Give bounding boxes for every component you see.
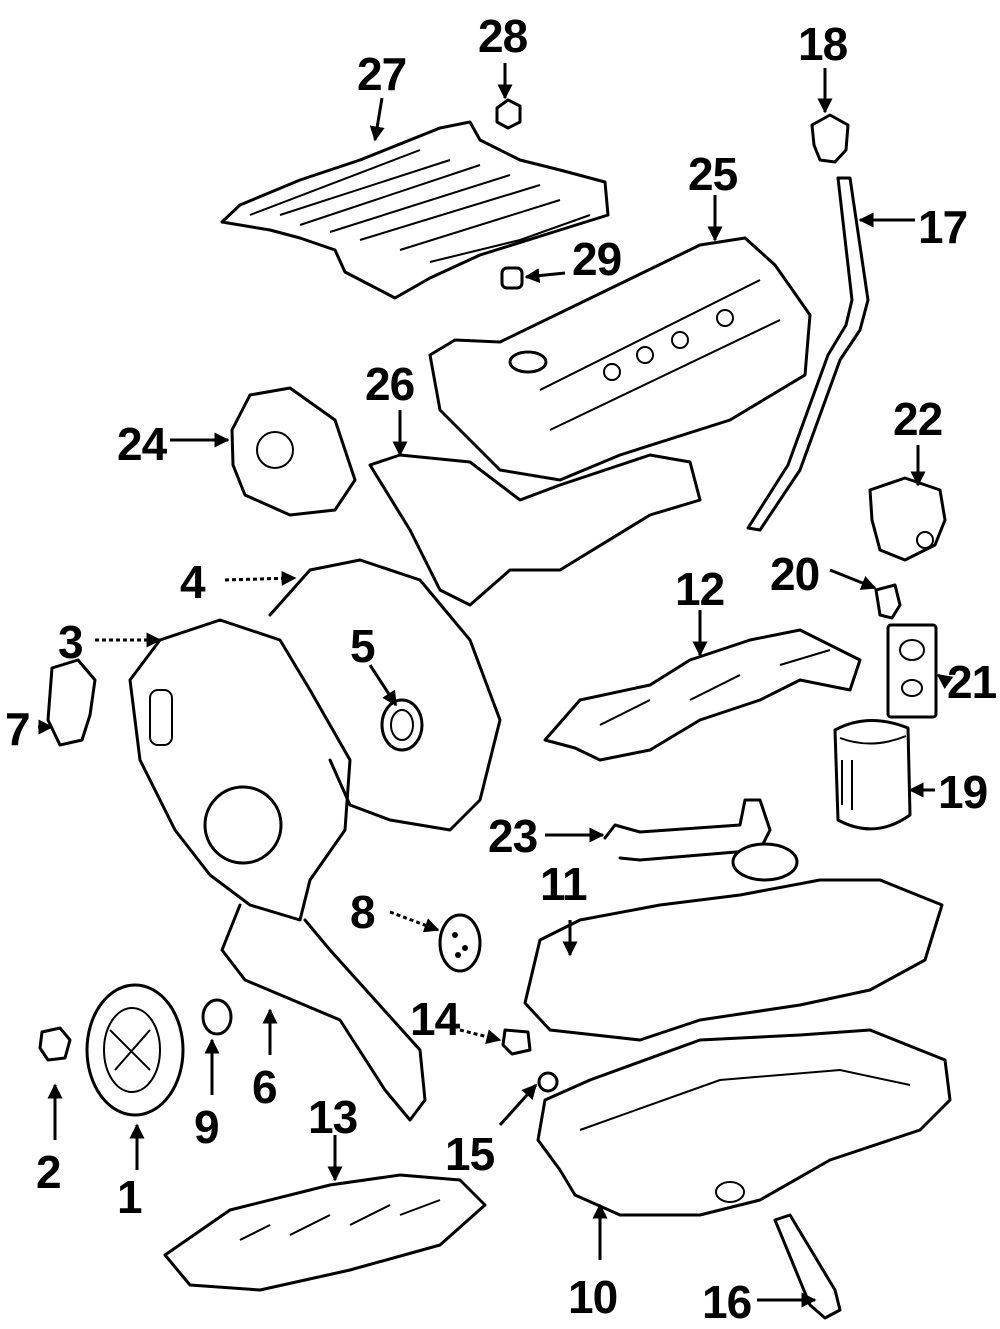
callout-20: 20 bbox=[770, 548, 819, 600]
valve-cover-part bbox=[428, 236, 812, 482]
callout-2: 2 bbox=[36, 1146, 61, 1198]
callout-6: 6 bbox=[252, 1061, 277, 1113]
callout-28: 28 bbox=[478, 10, 528, 62]
callout-29: 29 bbox=[572, 233, 621, 285]
leader-lines bbox=[38, 63, 954, 1308]
callout-26: 26 bbox=[365, 358, 414, 410]
callout-24: 24 bbox=[117, 418, 168, 470]
crank-seal-part bbox=[201, 998, 233, 1036]
oil-filter-part bbox=[833, 718, 912, 831]
sensor-part bbox=[874, 583, 902, 620]
callout-15: 15 bbox=[445, 1128, 495, 1180]
crank-pulley-part bbox=[85, 983, 185, 1117]
callout-7: 7 bbox=[5, 703, 30, 755]
oil-pump-part bbox=[230, 386, 357, 517]
windage-tray-part bbox=[163, 1173, 487, 1292]
timing-cover-part bbox=[128, 618, 352, 922]
pulley-bolt-part bbox=[38, 1026, 72, 1062]
callout-13: 13 bbox=[308, 1091, 357, 1143]
callout-9: 9 bbox=[194, 1101, 219, 1153]
oil-pickup-part bbox=[603, 798, 799, 882]
timing-cover-gasket-part bbox=[268, 558, 502, 832]
callout-18: 18 bbox=[798, 18, 848, 70]
callout-25: 25 bbox=[688, 148, 738, 200]
main-bearing-caps-part bbox=[543, 628, 862, 762]
callout-4: 4 bbox=[180, 556, 206, 608]
callout-1: 1 bbox=[117, 1171, 142, 1223]
callout-16: 16 bbox=[702, 1276, 751, 1328]
callout-3: 3 bbox=[58, 616, 83, 668]
callout-12: 12 bbox=[675, 563, 724, 615]
oil-pan-gasket-part bbox=[523, 878, 944, 1042]
callout-10: 10 bbox=[568, 1271, 617, 1323]
seal-kit-part bbox=[886, 623, 938, 719]
dipstick-tube-part bbox=[746, 176, 870, 532]
grommet-part bbox=[500, 266, 524, 290]
callout-17: 17 bbox=[918, 201, 967, 253]
oil-level-sensor-part bbox=[501, 1028, 532, 1056]
drain-bolt-part bbox=[773, 1213, 842, 1320]
thermostat-housing-part bbox=[868, 476, 947, 562]
callout-23: 23 bbox=[488, 810, 537, 862]
timing-chain-part bbox=[220, 903, 427, 1122]
oil-pan-part bbox=[536, 1028, 952, 1217]
callout-5: 5 bbox=[350, 620, 375, 672]
valve-cover-gasket-part bbox=[368, 453, 702, 607]
dipstick-part bbox=[810, 113, 850, 164]
callout-27: 27 bbox=[357, 48, 406, 100]
sprocket-part bbox=[438, 913, 482, 973]
front-seal-part bbox=[380, 698, 424, 752]
callout-22: 22 bbox=[893, 393, 942, 445]
callout-21: 21 bbox=[947, 656, 997, 708]
cover-nut-part bbox=[495, 98, 522, 130]
callout-11: 11 bbox=[540, 858, 587, 910]
small-gasket-part bbox=[46, 658, 97, 747]
plug-part bbox=[537, 1071, 559, 1093]
callout-19: 19 bbox=[938, 766, 987, 818]
callout-14: 14 bbox=[410, 993, 461, 1045]
callout-8: 8 bbox=[350, 886, 375, 938]
engine-cover-part bbox=[220, 120, 610, 300]
